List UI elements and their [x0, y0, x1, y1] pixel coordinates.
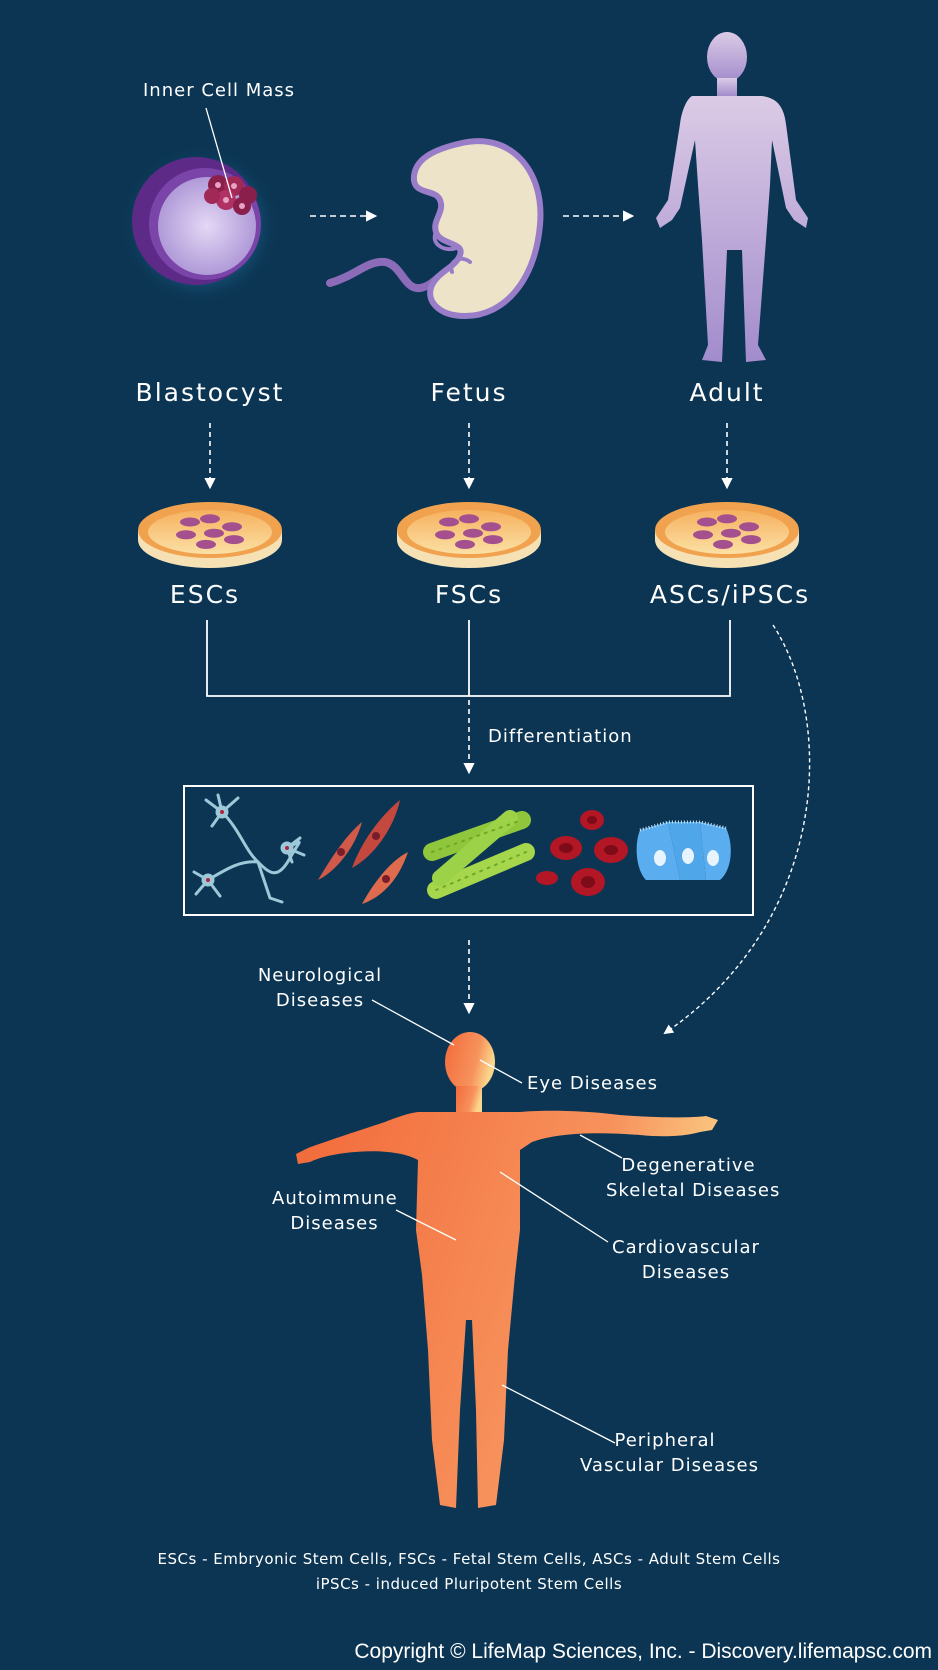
eye-diseases-label: Eye Diseases	[527, 1073, 658, 1094]
dish-cell	[739, 522, 759, 532]
autoimmune-line-2: Diseases	[290, 1213, 379, 1234]
dish-cell	[224, 535, 244, 545]
dish-cell	[204, 528, 224, 538]
peripheral-line-2: Vascular Diseases	[580, 1455, 759, 1476]
dish-cell	[435, 530, 455, 540]
fscs-dish	[397, 502, 541, 568]
epithelial-cells	[636, 820, 731, 880]
dish-cell	[463, 528, 483, 538]
autoimmune-line-1: Autoimmune	[272, 1188, 398, 1209]
dish-cell	[176, 530, 196, 540]
petri-dishes	[138, 502, 799, 568]
degenerative-line-1: Degenerative	[621, 1155, 756, 1176]
neuron-cells	[192, 793, 306, 904]
legend-line-1: ESCs - Embryonic Stem Cells, FSCs - Feta…	[157, 1550, 781, 1568]
neurological-line-2: Diseases	[275, 990, 365, 1011]
copyright-notice: Copyright © LifeMap Sciences, Inc. - Dis…	[354, 1640, 932, 1663]
dish-cell	[721, 528, 741, 538]
dish-cell	[180, 517, 200, 527]
neurological-line-1: Neurological	[257, 965, 383, 986]
peripheral-vascular-diseases-label: Peripheral Vascular Diseases	[580, 1428, 759, 1478]
dish-cell	[200, 514, 220, 524]
human-body	[296, 1032, 718, 1508]
neurological-diseases-label: Neurological Diseases	[250, 963, 390, 1013]
dish-cell	[222, 522, 242, 532]
adult-silhouette	[656, 32, 808, 362]
dish-cell	[697, 517, 717, 527]
legend-line-2: iPSCs - induced Pluripotent Stem Cells	[315, 1575, 623, 1593]
dish-cell	[693, 530, 713, 540]
dish-cell	[717, 514, 737, 524]
degenerative-skeletal-diseases-label: Degenerative Skeletal Diseases	[606, 1153, 781, 1203]
dish-cell	[483, 535, 503, 545]
ascs-ipscs-label: ASCs/iPSCs	[649, 580, 811, 609]
convergence-bracket	[206, 620, 731, 697]
fetus-illustration	[326, 138, 544, 320]
autoimmune-diseases-label: Autoimmune Diseases	[272, 1186, 397, 1236]
dish-cell	[196, 539, 216, 549]
adult-label: Adult	[689, 378, 765, 407]
escs-dish	[138, 502, 282, 568]
blastocyst-illustration	[120, 107, 280, 305]
escs-label: ESCs	[169, 580, 241, 609]
degenerative-line-2: Skeletal Diseases	[606, 1180, 781, 1201]
red-blood-cells	[536, 810, 628, 896]
inner-cell-mass-label: Inner Cell Mass	[143, 80, 296, 101]
dish-cell	[459, 514, 479, 524]
fscs-label: FSCs	[434, 580, 504, 609]
blastocyst-label: Blastocyst	[135, 378, 285, 407]
fetus-label: Fetus	[430, 378, 508, 407]
cardiovascular-diseases-label: Cardiovascular Diseases	[611, 1235, 761, 1285]
arrow-ipscs-to-body	[663, 624, 811, 1035]
cell-types-box	[183, 785, 754, 916]
disease-pointers	[371, 999, 623, 1444]
ascs-ipscs-dish	[655, 502, 799, 568]
dish-cell	[713, 539, 733, 549]
skeletal-muscle-fibers	[423, 810, 535, 899]
cardiovascular-line-2: Diseases	[641, 1262, 731, 1283]
dish-cell	[455, 539, 475, 549]
dish-cell	[481, 522, 501, 532]
cardiovascular-line-1: Cardiovascular	[612, 1237, 760, 1258]
dish-cell	[439, 517, 459, 527]
dish-cell	[741, 535, 761, 545]
differentiation-label: Differentiation	[488, 726, 633, 747]
smooth-muscle-cells	[318, 800, 408, 904]
peripheral-line-1: Peripheral	[614, 1430, 716, 1451]
